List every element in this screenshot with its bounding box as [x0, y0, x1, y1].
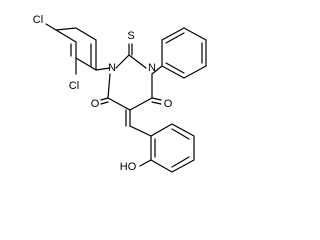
- bond-to-o-left: [100, 97, 109, 101]
- phenyl-ring: [161, 27, 207, 79]
- bond: [150, 159, 173, 173]
- bond: [115, 54, 130, 69]
- bond-to-cl-top: [45, 23, 57, 31]
- bond: [75, 57, 97, 71]
- bond-to-o-left-double: [100, 101, 109, 105]
- hydroxyphenyl-ring: [129, 123, 195, 173]
- atom-s: S: [127, 30, 134, 42]
- bond: [171, 159, 195, 173]
- bond: [150, 123, 173, 137]
- bond: [171, 156, 190, 168]
- bond-to-hydroxyl: [139, 159, 152, 167]
- atom-cl-ortho: Cl: [69, 80, 79, 92]
- bond: [171, 123, 195, 137]
- pyrimidine-ring: [100, 43, 163, 127]
- bond: [183, 27, 207, 41]
- molecule-structure-diagram: Cl Cl N N S O O HO: [33, 14, 207, 173]
- bond: [171, 128, 190, 140]
- bond: [129, 97, 153, 111]
- bond: [161, 27, 185, 41]
- bond: [75, 27, 97, 41]
- bond-to-o-right-double: [151, 101, 162, 105]
- bond: [183, 65, 207, 79]
- bond: [129, 125, 152, 137]
- atom-cl-top: Cl: [33, 14, 43, 26]
- dichlorophenyl-ring: [45, 23, 111, 75]
- atom-hydroxyl: HO: [120, 161, 137, 173]
- atom-n-left: N: [108, 62, 116, 74]
- atom-o-left: O: [91, 98, 100, 110]
- bond: [165, 32, 185, 44]
- atom-o-right: O: [164, 98, 173, 110]
- bond: [55, 27, 77, 31]
- bond: [107, 97, 131, 111]
- bond-to-n-left: [95, 67, 111, 71]
- bond: [128, 54, 147, 69]
- bond-to-phenyl: [151, 65, 163, 75]
- bond: [107, 73, 111, 99]
- bond: [165, 62, 185, 74]
- bond-to-o-right: [151, 97, 162, 101]
- atom-n-right: N: [148, 62, 156, 74]
- bond: [55, 29, 77, 43]
- bond: [161, 65, 185, 79]
